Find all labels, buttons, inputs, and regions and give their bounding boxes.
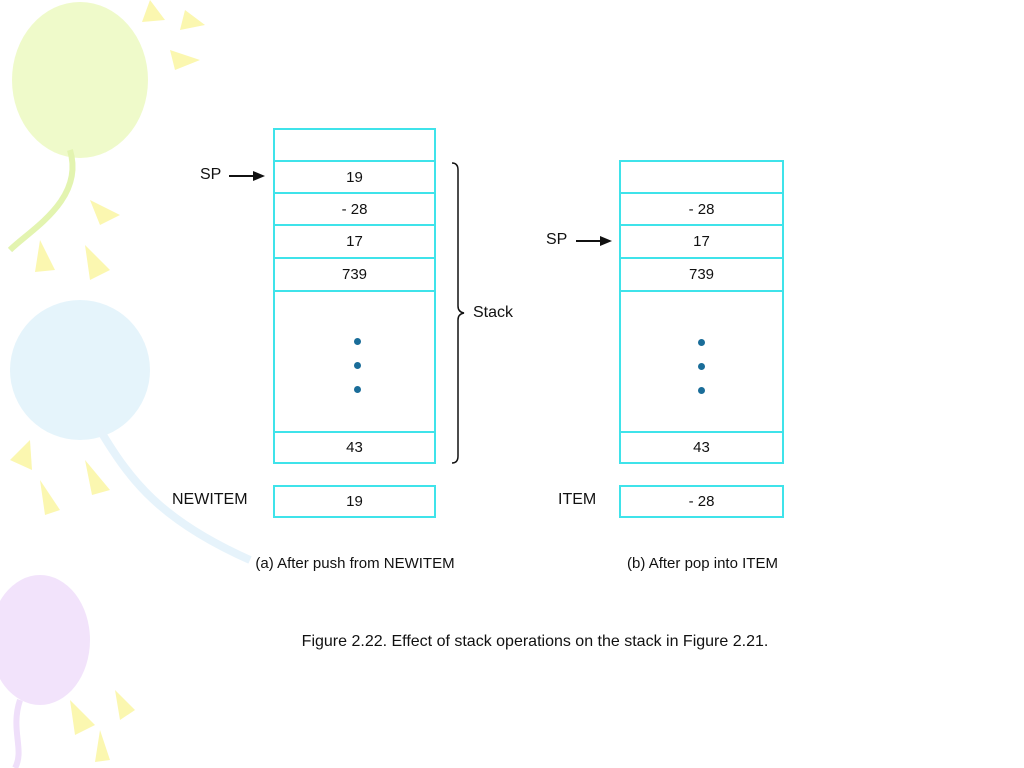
register-cell: - 28 [619,485,784,518]
stack-cell: 19 [273,160,436,194]
stack-cell: 17 [273,224,436,259]
ellipsis-dot [354,338,361,345]
stack-cell: 739 [619,257,784,292]
stack-cell: 43 [273,431,436,464]
caption-a: (a) After push from NEWITEM [255,555,455,572]
stack-label: Stack [473,304,514,321]
stack-ellipsis-cell [619,290,784,433]
register-label: NEWITEM [172,491,248,508]
ellipsis-dot [698,363,705,370]
caption-b: (b) After pop into ITEM [627,555,778,572]
stack-cell: 739 [273,257,436,292]
stack-ellipsis-cell [273,290,436,433]
sp-arrow-icon [229,171,265,181]
sp-label: SP [546,231,568,248]
stack-cell [273,128,436,162]
sp-label: SP [200,166,222,183]
stack-cell: - 28 [619,192,784,226]
stack-cell: - 28 [273,192,436,226]
figure-caption: Figure 2.22. Effect of stack operations … [301,633,769,650]
ellipsis-dot [698,339,705,346]
stack-cell: 43 [619,431,784,464]
sp-arrow-icon [576,236,612,246]
stack-cell: 17 [619,224,784,259]
stack-cell [619,160,784,194]
register-cell: 19 [273,485,436,518]
stack-brace-icon [451,162,465,464]
ellipsis-dot [354,386,361,393]
ellipsis-dot [354,362,361,369]
ellipsis-dot [698,387,705,394]
register-label: ITEM [558,491,597,508]
